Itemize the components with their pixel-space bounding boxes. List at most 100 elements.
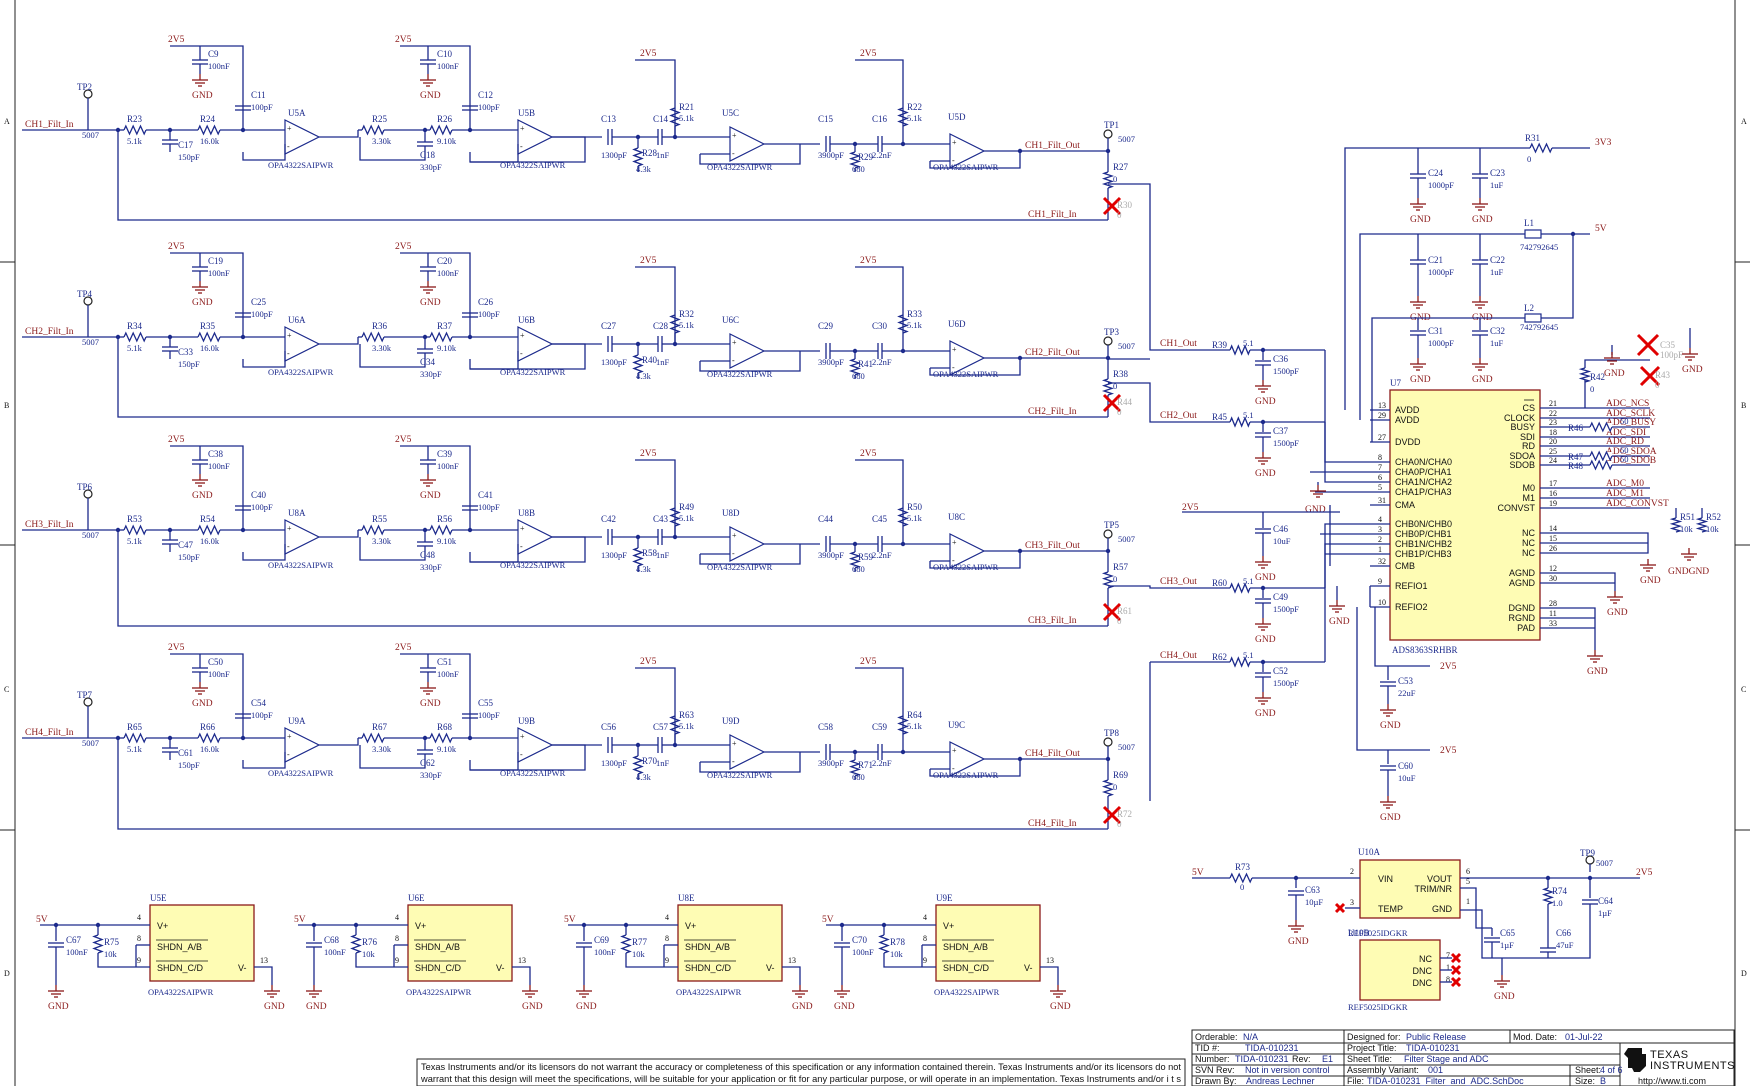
adc-pin-number: 8 — [1378, 453, 1382, 462]
capacitor-c64 — [1582, 899, 1598, 905]
svg-text:-: - — [732, 549, 735, 558]
ground-symbol-icon: GND — [192, 474, 213, 501]
ref-chip-b — [1359, 939, 1441, 1001]
tb-rev-label: Rev: — [1292, 1054, 1311, 1064]
capacitor-value: 2.2nF — [872, 758, 892, 768]
capacitor-ref: C61 — [178, 748, 193, 758]
capacitor-cpwr — [192, 459, 208, 465]
opamp-pin-name: SHDN_C/D — [943, 963, 990, 973]
ref-pin-name: NC — [1419, 954, 1432, 964]
capacitor-c4 — [657, 529, 663, 545]
resistor-ref: R50 — [907, 502, 923, 512]
capacitor-value: 100nF — [437, 669, 459, 679]
resistor-r5 — [669, 715, 681, 735]
supply-label: 2V5 — [1440, 746, 1457, 756]
resistor-ref: R53 — [127, 514, 143, 524]
inductor-ref: L1 — [1524, 218, 1534, 228]
ground-symbol-icon: GND — [1472, 198, 1493, 225]
ground-symbol-icon: GND — [1494, 975, 1515, 1002]
opamp-pin-name: V+ — [685, 921, 696, 931]
resistor-value: 0 — [1113, 574, 1117, 584]
adc-pin-name: BUSY — [1510, 422, 1535, 432]
opamp-pin-number: 9 — [137, 956, 141, 965]
capacitor-value: 100nF — [208, 61, 230, 71]
resistor-rs — [1101, 779, 1115, 797]
supply-label: 2V5 — [1440, 662, 1457, 672]
net-label-adc-input: CH4_Out — [1160, 651, 1197, 661]
adc-pin-name: CHA0N/CHA0 — [1395, 457, 1452, 467]
adc-pin-name: RD — [1522, 441, 1535, 451]
testpoint-value: 5007 — [1118, 742, 1135, 752]
capacitor-c2pwr — [420, 266, 436, 272]
capacitor-ref: C10 — [437, 49, 453, 59]
resistor-value: 9.10k — [437, 343, 457, 353]
capacitor-value: 2.2nF — [872, 357, 892, 367]
dnp-resistor-value: 0 — [1117, 210, 1122, 220]
ti-url[interactable]: http://www.ti.com — [1638, 1076, 1706, 1086]
capacitor-ref: C34 — [420, 357, 436, 367]
border-row-label: D — [4, 969, 10, 978]
border-row-markers: A B C D A B C D — [0, 117, 1750, 978]
resistor-ref: R28 — [642, 148, 658, 158]
capacitor-c53 — [1380, 681, 1396, 687]
adc-pin-name: CHB0P/CHB1 — [1395, 529, 1452, 539]
resistor-ref: R60 — [1212, 578, 1228, 588]
capacitor-ref: C43 — [653, 514, 669, 524]
opamp-pin-name: SHDN_C/D — [157, 963, 204, 973]
resistor-r4 — [429, 524, 453, 536]
capacitor-cpwr — [192, 59, 208, 65]
inductor-value: 742792645 — [1520, 242, 1558, 252]
capacitor-value: 150pF — [178, 760, 200, 770]
gnd-label: GND — [192, 298, 213, 308]
capacitor-value: 330pF — [420, 770, 442, 780]
opamp-c: +- — [729, 126, 766, 162]
resistor-ref: R23 — [127, 114, 143, 124]
capacitor-c2pwr — [420, 667, 436, 673]
capacitor-value: 1nF — [656, 357, 670, 367]
capacitor-c65 — [1484, 937, 1500, 943]
opamp-pin-name: V+ — [943, 921, 954, 931]
svg-text:+: + — [952, 746, 957, 755]
border-row-label: D — [1741, 969, 1747, 978]
resistor-ref: R38 — [1113, 369, 1129, 379]
resistor-r8 — [848, 151, 862, 169]
testpoint-ref: TP2 — [77, 82, 92, 92]
ground-symbol-icon: GND — [1472, 358, 1493, 385]
resistor-ref: R29 — [858, 152, 874, 162]
capacitor-ref: C65 — [1500, 928, 1516, 938]
resistor-adc-input — [1229, 416, 1251, 428]
opamp-part: OPA4322SAIPWR — [268, 367, 334, 377]
capacitor-ref: C48 — [420, 550, 436, 560]
ref-pin-name: DNC — [1413, 978, 1433, 988]
dnp-resistor-ref: R61 — [1117, 606, 1132, 616]
ref-chip-part: REF5025IDGKR — [1348, 1002, 1408, 1012]
capacitor-c4 — [657, 129, 663, 145]
capacitor-value: 1uF — [1490, 338, 1504, 348]
adc-pin-name: DGND — [1509, 603, 1536, 613]
opamp-power-part: OPA4322SAIPWR — [406, 987, 472, 997]
capacitor-ref: C17 — [178, 140, 194, 150]
capacitor-value: 100pF — [251, 309, 273, 319]
adc-pin-number: 4 — [1378, 515, 1382, 524]
resistor-r31 — [1529, 142, 1553, 154]
gnd-label: GND — [1305, 505, 1326, 515]
capacitor-cin — [162, 539, 178, 545]
adc-pin-number: 18 — [1549, 428, 1557, 437]
resistor-r4 — [429, 331, 453, 343]
capacitor-value: 1500pF — [1273, 678, 1299, 688]
resistor-ref: R52 — [1706, 512, 1721, 522]
resistor-r7 — [897, 715, 909, 735]
opamp-power-ref: U8E — [678, 893, 695, 903]
capacitor-ref: C21 — [1428, 255, 1443, 265]
opamp-part: OPA4322SAIPWR — [500, 367, 566, 377]
adc-pin-number: 28 — [1549, 599, 1557, 608]
capacitor-cfb — [235, 505, 251, 511]
capacitor-cfb — [235, 312, 251, 318]
capacitor-value: 100nF — [324, 947, 346, 957]
border-row-label: A — [4, 117, 10, 126]
resistor-r7 — [897, 507, 909, 527]
svg-text:-: - — [952, 156, 955, 165]
net-label-input: CH3_Filt_In — [25, 520, 74, 530]
testpoint-ref: TP5 — [1104, 520, 1120, 530]
capacitor-value: 10µF — [1305, 897, 1323, 907]
